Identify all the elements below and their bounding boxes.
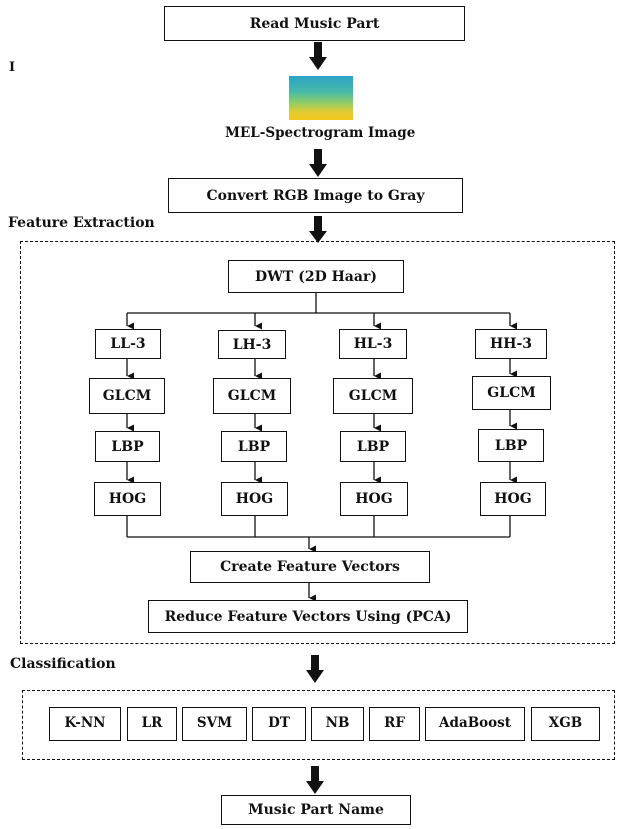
classification-frame (22, 690, 615, 760)
music-part-name-box: Music Part Name (221, 795, 411, 825)
glcm-box: GLCM (213, 378, 291, 414)
convert-gray-box: Convert RGB Image to Gray (168, 178, 463, 213)
hog-box: HOG (480, 482, 546, 516)
classifier-knn-box: K-NN (49, 707, 121, 741)
lbp-box: LBP (340, 431, 406, 462)
hog-box: HOG (94, 482, 161, 516)
stray-marker: I (9, 60, 16, 75)
glcm-box: GLCM (472, 376, 551, 410)
spectrogram-caption: MEL-Spectrogram Image (225, 125, 416, 141)
classifier-nb-box: NB (311, 707, 364, 741)
band-hh3-box: HH-3 (475, 329, 547, 359)
create-feature-vectors-box: Create Feature Vectors (190, 551, 430, 583)
band-lh3-box: LH-3 (218, 330, 286, 359)
block-arrow-3 (309, 216, 327, 243)
classifier-xgb-box: XGB (531, 707, 600, 741)
band-hl3-box: HL-3 (339, 329, 407, 359)
lbp-box: LBP (95, 431, 160, 462)
read-music-part-box: Read Music Part (164, 6, 465, 41)
lbp-box: LBP (221, 431, 287, 462)
classifier-lr-box: LR (127, 707, 177, 741)
classification-title: Classification (10, 656, 116, 672)
block-arrows (306, 42, 327, 794)
classifier-adaboost-box: AdaBoost (425, 707, 525, 741)
hog-box: HOG (340, 482, 408, 516)
block-arrow-4 (306, 655, 324, 683)
mel-spectrogram-thumbnail (289, 76, 353, 120)
glcm-box: GLCM (89, 378, 165, 414)
reduce-feature-vectors-box: Reduce Feature Vectors Using (PCA) (148, 600, 468, 633)
feature-extraction-frame (20, 241, 615, 644)
classifier-svm-box: SVM (182, 707, 247, 741)
block-arrow-2 (309, 149, 327, 177)
lbp-box: LBP (478, 429, 544, 462)
block-arrow-1 (309, 42, 327, 70)
hog-box: HOG (221, 482, 288, 516)
block-arrow-5 (306, 766, 324, 794)
band-ll3-box: LL-3 (95, 329, 161, 359)
classifier-rf-box: RF (369, 707, 420, 741)
classifier-dt-box: DT (252, 707, 306, 741)
glcm-box: GLCM (333, 378, 413, 414)
dwt-box: DWT (2D Haar) (228, 260, 404, 293)
feature-extraction-title: Feature Extraction (8, 215, 155, 231)
